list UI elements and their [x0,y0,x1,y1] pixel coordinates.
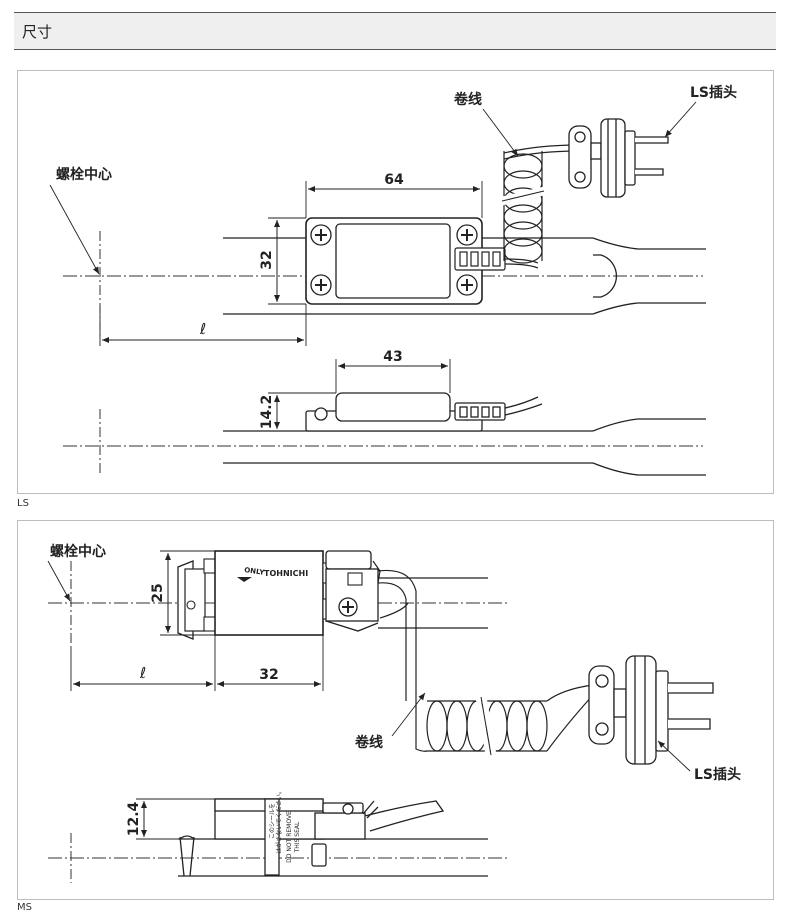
ms-seal-line1: このシールを [269,803,276,839]
ms-seal-line2: はがさないでください。 [275,788,283,854]
ls-dim-32: 32 [259,217,306,305]
ms-dim-25: 25 [150,550,215,636]
section-title: 尺寸 [22,23,53,41]
ms-only-label: ONLY [244,566,266,577]
ls-caption: LS [17,498,29,509]
ms-dim-32: 32 [217,667,321,687]
ls-wrench-body-top [223,237,706,315]
ls-dim-64: 64 [305,172,483,218]
ms-dim-124: 12.4 [126,798,215,840]
ls-sensor-side [305,392,543,432]
ms-plug-leader [657,740,691,772]
ls-coil-cord [501,144,579,269]
screw-icon [456,224,478,246]
ms-bolt-center-leader [47,560,71,602]
ls-bolt-center-leader [49,184,100,275]
ls-plug-label: LS插头 [690,84,737,101]
ls-drawing: 64 32 ℓ 螺栓中心 卷线 LS插头 [49,84,737,476]
ms-plug-label: LS插头 [694,766,741,783]
ls-plug-leader [664,101,697,138]
ms-sensor-side [214,798,445,876]
arrow-down-icon [237,577,252,582]
ms-coil-cord-label: 卷线 [354,734,383,751]
ms-dim-l-text: ℓ [139,664,146,682]
section-header: 尺寸 [14,12,776,50]
ls-dim-32-text: 32 [259,250,275,269]
ms-dim-25-text: 25 [150,583,166,602]
ms-cable [377,569,417,701]
screw-icon [310,224,332,246]
ls-dim-43-text: 43 [383,349,402,365]
ls-dim-142-text: 14.2 [259,395,275,430]
ls-sensor-top [305,217,506,305]
ms-coil-cord-leader [391,692,426,737]
screw-icon [456,274,478,296]
ls-cable-gland-top [454,247,506,271]
ms-dim-l: ℓ [70,635,324,691]
ms-dim-124-text: 12.4 [126,801,142,836]
ms-seal-line4: THIS SEAL [294,821,301,853]
ms-plug-icon [588,655,714,765]
ms-drawing: ONLY TOHNICHI [47,543,741,883]
ls-coil-cord-label: 卷线 [453,91,482,108]
ls-bolt-center-label: 螺栓中心 [56,166,112,183]
ls-dim-142: 14.2 [259,392,336,432]
ls-plug-icon [568,118,669,198]
ms-bolt-center-label: 螺栓中心 [50,543,106,560]
screw-icon [310,274,332,296]
ls-coil-cord-leader [482,108,519,157]
screw-icon [338,597,358,617]
ls-drawing-panel: 64 32 ℓ 螺栓中心 卷线 LS插头 [17,70,774,494]
ms-wrench-body-side [178,835,488,877]
ms-sensor-top: ONLY TOHNICHI [177,550,381,640]
ls-dim-43: 43 [335,349,451,393]
ls-dim-l-text: ℓ [199,320,206,338]
ms-drawing-panel: ONLY TOHNICHI [17,520,774,900]
ls-dim-64-text: 64 [384,172,404,188]
ms-dim-32-text: 32 [259,667,278,683]
ms-brand-label: TOHNICHI [264,569,308,578]
ms-wrench-body-top [378,577,488,629]
ms-coil-cord [415,684,594,756]
ls-dim-l: ℓ [99,304,307,346]
ms-caption: MS [17,902,32,913]
ms-seal-line3: DO NOT REMOVE [286,811,293,863]
ms-seal-label: このシールを はがさないでください。 DO NOT REMOVE THIS SE… [269,788,301,863]
